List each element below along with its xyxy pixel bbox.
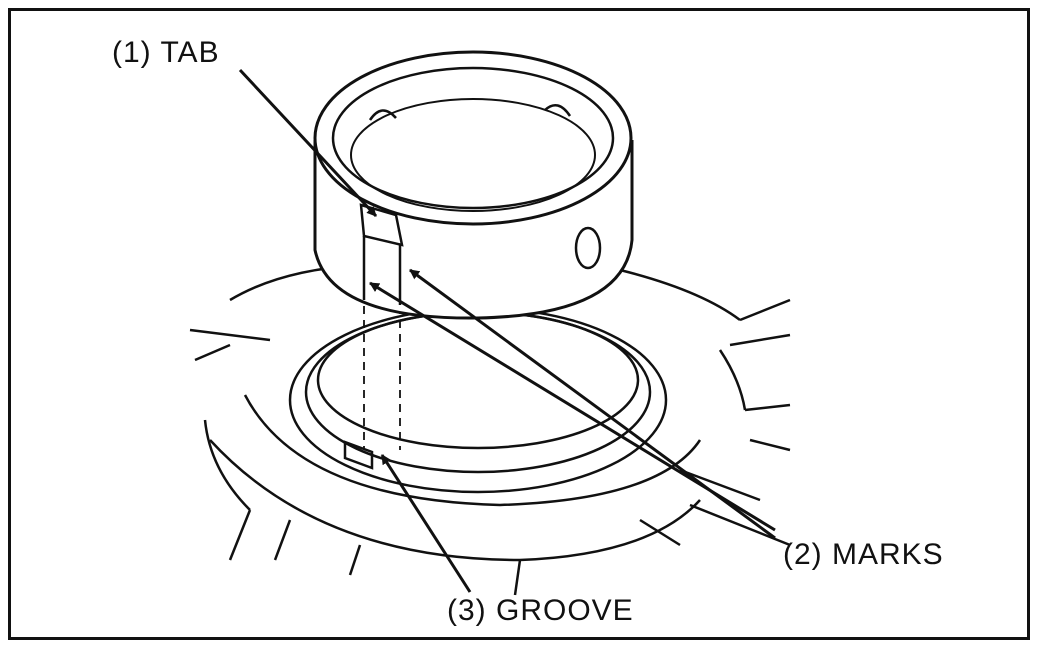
- marks-label: (2) MARKS: [783, 538, 944, 571]
- housing-bore: [288, 306, 668, 494]
- bearing-shell: [313, 50, 634, 320]
- groove-label: (3) GROOVE: [447, 594, 634, 627]
- alignment-guides: [363, 292, 401, 450]
- leader-lines: [238, 68, 776, 593]
- tab-label: (1) TAB: [112, 36, 220, 69]
